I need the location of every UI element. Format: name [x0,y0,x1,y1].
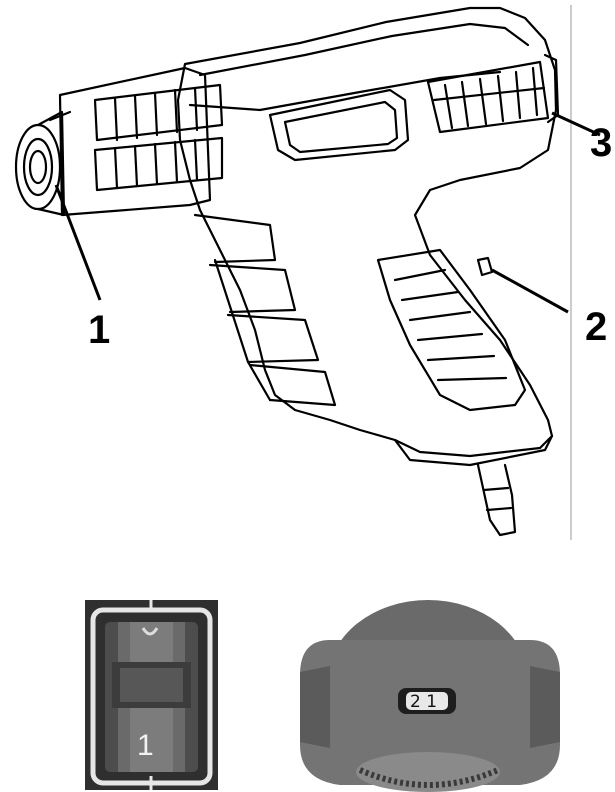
power-cord [476,463,517,537]
barrel-vents [93,83,224,192]
rear-dial [543,53,560,124]
switch-detail-photo: 1 [85,600,218,790]
callout-1: 1 [88,308,110,352]
switch-position-number: 1 [137,729,154,762]
callout-3: 3 [590,121,612,165]
side-window-inner [283,100,399,154]
nozzle [14,110,72,217]
heat-gun-illustration [14,6,560,537]
trigger-guard [376,248,527,412]
callout-2: 2 [585,305,607,349]
handle-base [393,434,554,467]
dial-detail-photo: 2 1 [300,600,560,792]
leader-1 [54,184,102,301]
housing-outline [176,6,558,458]
trigger-switch [476,256,494,277]
leader-2 [491,268,569,314]
rear-vents [426,60,550,134]
housing-ridge [198,22,530,77]
handle-grip [193,213,337,407]
trigger-ribs [393,268,508,382]
side-window [268,88,410,162]
dial-setting-text: 2 1 [410,692,437,712]
callout-leaders [54,111,601,314]
leader-3 [551,111,601,137]
